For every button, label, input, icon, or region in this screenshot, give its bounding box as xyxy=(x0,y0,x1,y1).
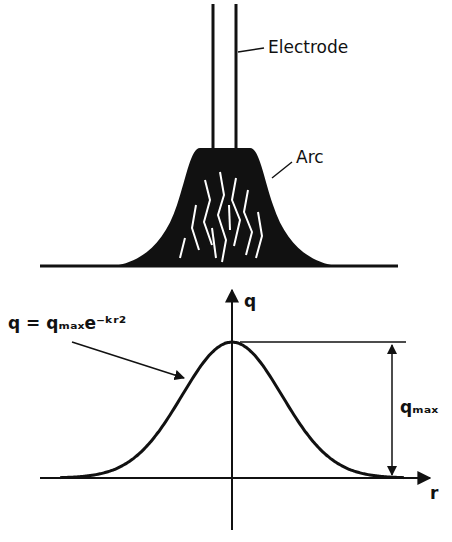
formula-label: q = qₘₐₓe⁻ᵏʳ² xyxy=(8,314,126,333)
electrode-wall xyxy=(212,4,215,152)
part-label: Electrode xyxy=(268,38,348,57)
leader-arrow xyxy=(72,342,184,378)
electrode-wall xyxy=(235,4,238,152)
part-label: Arc xyxy=(296,148,324,167)
leader-line xyxy=(272,162,292,178)
r-axis xyxy=(40,477,430,479)
extension-line xyxy=(240,341,406,343)
leader-line xyxy=(238,48,264,52)
arc-plasma xyxy=(114,148,336,266)
gaussian-curve xyxy=(60,342,404,478)
arc-glow xyxy=(180,172,262,262)
dimension-label: qₘₐₓ xyxy=(400,398,438,417)
dimension-line xyxy=(391,345,393,475)
axis-label: r xyxy=(430,484,438,503)
axis-label: q xyxy=(244,292,256,311)
q-axis xyxy=(231,290,233,530)
work-surface xyxy=(40,265,398,268)
